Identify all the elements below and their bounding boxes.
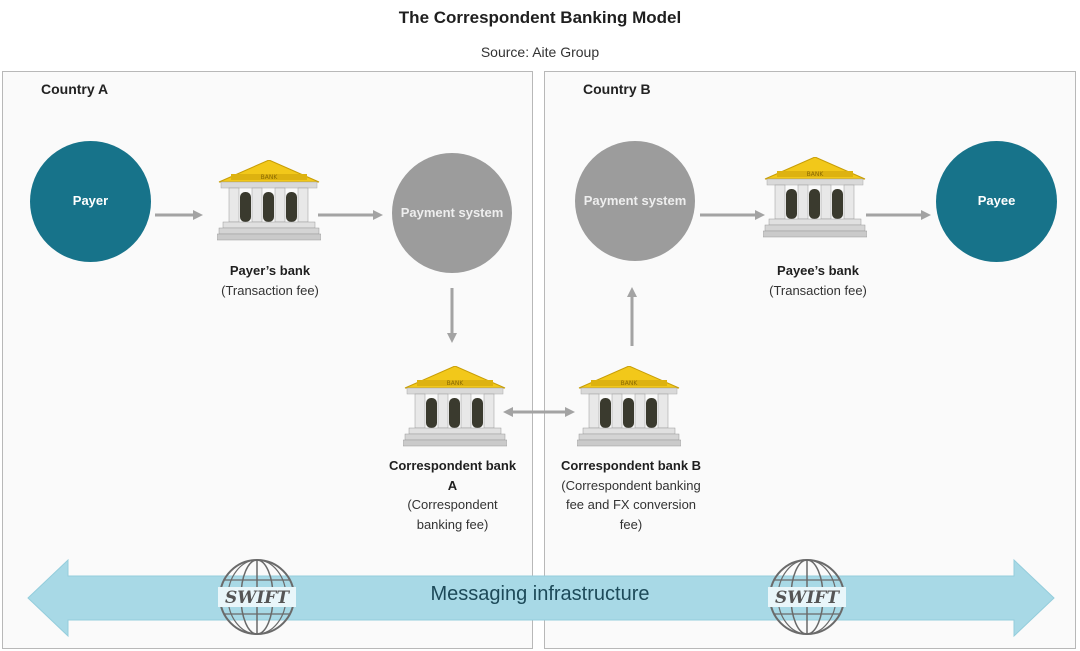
payees-bank-fee: (Transaction fee) <box>769 282 867 298</box>
correspondent-bank-b-fee: (Correspondent banking fee and FX conver… <box>561 477 701 532</box>
bank-sign-text: BANK <box>261 174 279 181</box>
correspondent-bank-b-icon: BANK <box>577 366 681 447</box>
messaging-infrastructure-label: Messaging infrastructure <box>430 583 650 605</box>
payers-bank-fee: (Transaction fee) <box>221 282 319 298</box>
correspondent-bank-a-label: Correspondent bank A (Correspondent bank… <box>385 456 520 534</box>
payee-node: Payee <box>936 141 1057 262</box>
bank-sign-text: BANK <box>621 380 639 387</box>
correspondent-bank-b-name: Correspondent bank B <box>560 458 702 473</box>
correspondent-bank-b-label: Correspondent bank B (Correspondent bank… <box>556 456 706 534</box>
swift-logo-text: SWIFT <box>225 588 290 608</box>
payers-bank-label: Payer’s bank (Transaction fee) <box>180 261 360 300</box>
bank-sign-text: BANK <box>447 380 465 387</box>
page-title: The Correspondent Banking Model <box>398 8 682 27</box>
country-b-label: Country B <box>583 81 651 97</box>
correspondent-bank-a-fee: (Correspondent banking fee) <box>407 497 498 532</box>
payees-bank-name: Payee’s bank <box>777 263 859 278</box>
correspondent-bank-a-icon: BANK <box>403 366 507 447</box>
payer-node: Payer <box>30 141 151 262</box>
swift-logo-text: SWIFT <box>775 588 840 608</box>
payees-bank-label: Payee’s bank (Transaction fee) <box>728 261 908 300</box>
payers-bank-icon: BANK <box>217 160 321 241</box>
source-note: Source: Aite Group <box>480 44 600 60</box>
payment-system-a-node: Payment system <box>392 153 512 273</box>
country-a-label: Country A <box>41 81 109 97</box>
payers-bank-name: Payer’s bank <box>229 263 311 278</box>
correspondent-bank-a-name: Correspondent bank A <box>388 458 517 493</box>
payment-system-b-node: Payment system <box>575 141 695 261</box>
bank-sign-text: BANK <box>807 171 825 178</box>
payees-bank-icon: BANK <box>763 157 867 238</box>
swift-logo-a: SWIFT <box>218 559 296 635</box>
swift-logo-b: SWIFT <box>768 559 846 635</box>
